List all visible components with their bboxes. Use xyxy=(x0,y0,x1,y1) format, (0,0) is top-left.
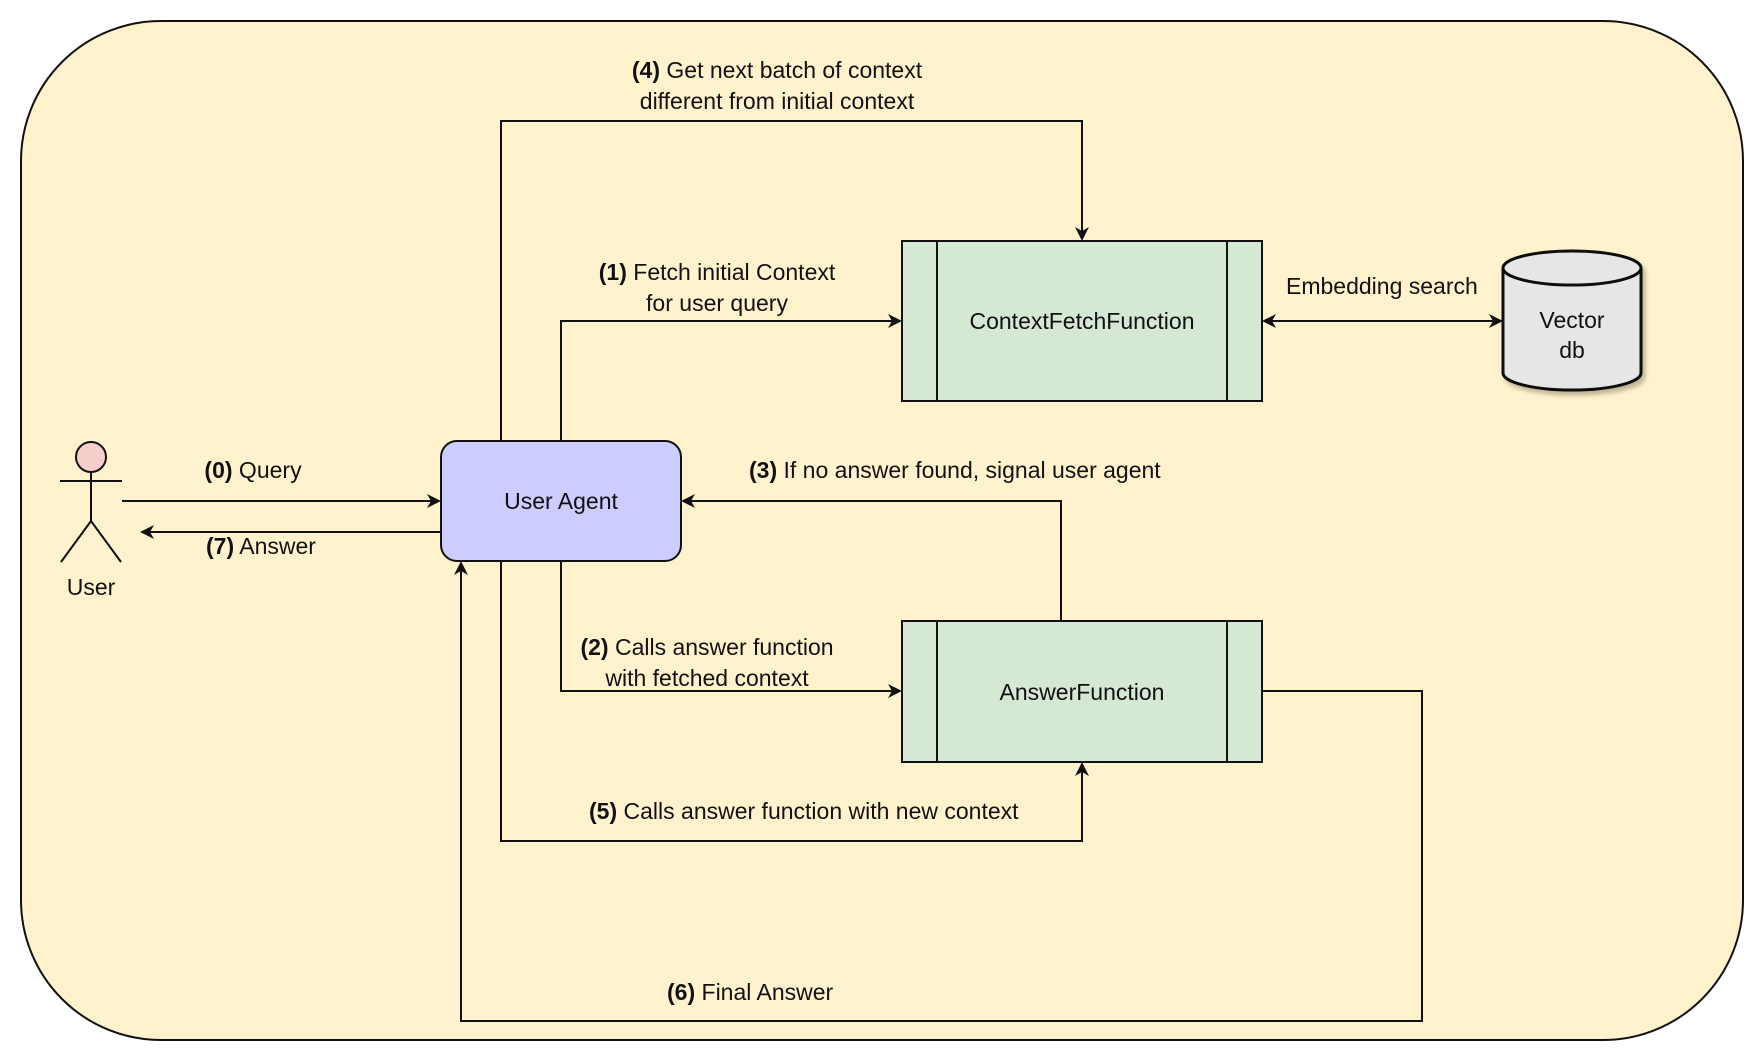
vector-db-label: Vector db xyxy=(1503,304,1641,366)
edge-label-fetch-initial-line1: Fetch initial Context xyxy=(626,259,836,285)
edge-label-query-text: Query xyxy=(232,457,302,483)
user-actor-label: User xyxy=(66,574,116,600)
edge-label-query: (0) Query xyxy=(186,455,320,486)
edge-label-answer: (7) Answer xyxy=(191,531,331,562)
edge-label-no-answer-num: (3) xyxy=(749,457,778,483)
edge-label-next-batch-num: (4) xyxy=(631,57,660,83)
edge-label-final-answer-num: (6) xyxy=(667,979,696,1005)
edge-calls-answer xyxy=(560,561,902,698)
edge-label-calls-answer-line1: Calls answer function xyxy=(608,634,834,660)
edge-label-query-num: (0) xyxy=(204,457,233,483)
edge-label-next-batch-line1: Get next batch of context xyxy=(660,57,923,83)
vector-db-cylinder[interactable] xyxy=(1501,249,1643,392)
edge-label-fetch-initial-num: (1) xyxy=(598,259,627,285)
edge-label-next-batch-line2: different from initial context xyxy=(639,88,915,114)
edge-no-answer xyxy=(681,494,1062,621)
edge-label-no-answer: (3) If no answer found, signal user agen… xyxy=(749,455,1161,486)
edge-label-embedding-search: Embedding search xyxy=(1286,273,1478,299)
edge-label-final-answer: (6) Final Answer xyxy=(667,977,833,1008)
context-fetch-function-box[interactable] xyxy=(901,240,1263,402)
edge-next-batch xyxy=(500,120,1089,441)
edge-label-answer-num: (7) xyxy=(206,533,235,559)
user-agent-label: User Agent xyxy=(504,488,618,514)
user-actor-icon[interactable] xyxy=(60,441,122,563)
edge-label-calls-answer: (2) Calls answer function with fetched c… xyxy=(562,632,852,694)
background-panel xyxy=(20,20,1744,1041)
edge-label-fetch-initial-line2: for user query xyxy=(646,290,788,316)
answer-function-label: AnswerFunction xyxy=(999,678,1165,705)
edge-fetch-initial xyxy=(560,314,902,441)
edge-label-final-answer-text: Final Answer xyxy=(695,979,834,1005)
edge-label-new-context: (5) Calls answer function with new conte… xyxy=(589,796,1019,827)
edge-final-answer xyxy=(454,561,1423,1022)
edge-label-fetch-initial: (1) Fetch initial Context for user query xyxy=(572,257,862,319)
edge-label-no-answer-text: If no answer found, signal user agent xyxy=(777,457,1161,483)
edge-label-next-batch: (4) Get next batch of context different … xyxy=(612,55,942,117)
edge-new-context xyxy=(500,561,1089,842)
vector-db-label-line1: Vector xyxy=(1539,307,1605,333)
edge-label-new-context-text: Calls answer function with new context xyxy=(617,798,1019,824)
edge-label-new-context-num: (5) xyxy=(589,798,618,824)
edge-label-answer-text: Answer xyxy=(234,533,316,559)
edge-label-calls-answer-line2: with fetched context xyxy=(605,665,809,691)
context-fetch-function-label: ContextFetchFunction xyxy=(969,308,1195,334)
edge-label-calls-answer-num: (2) xyxy=(580,634,609,660)
vector-db-label-line2: db xyxy=(1559,337,1585,363)
